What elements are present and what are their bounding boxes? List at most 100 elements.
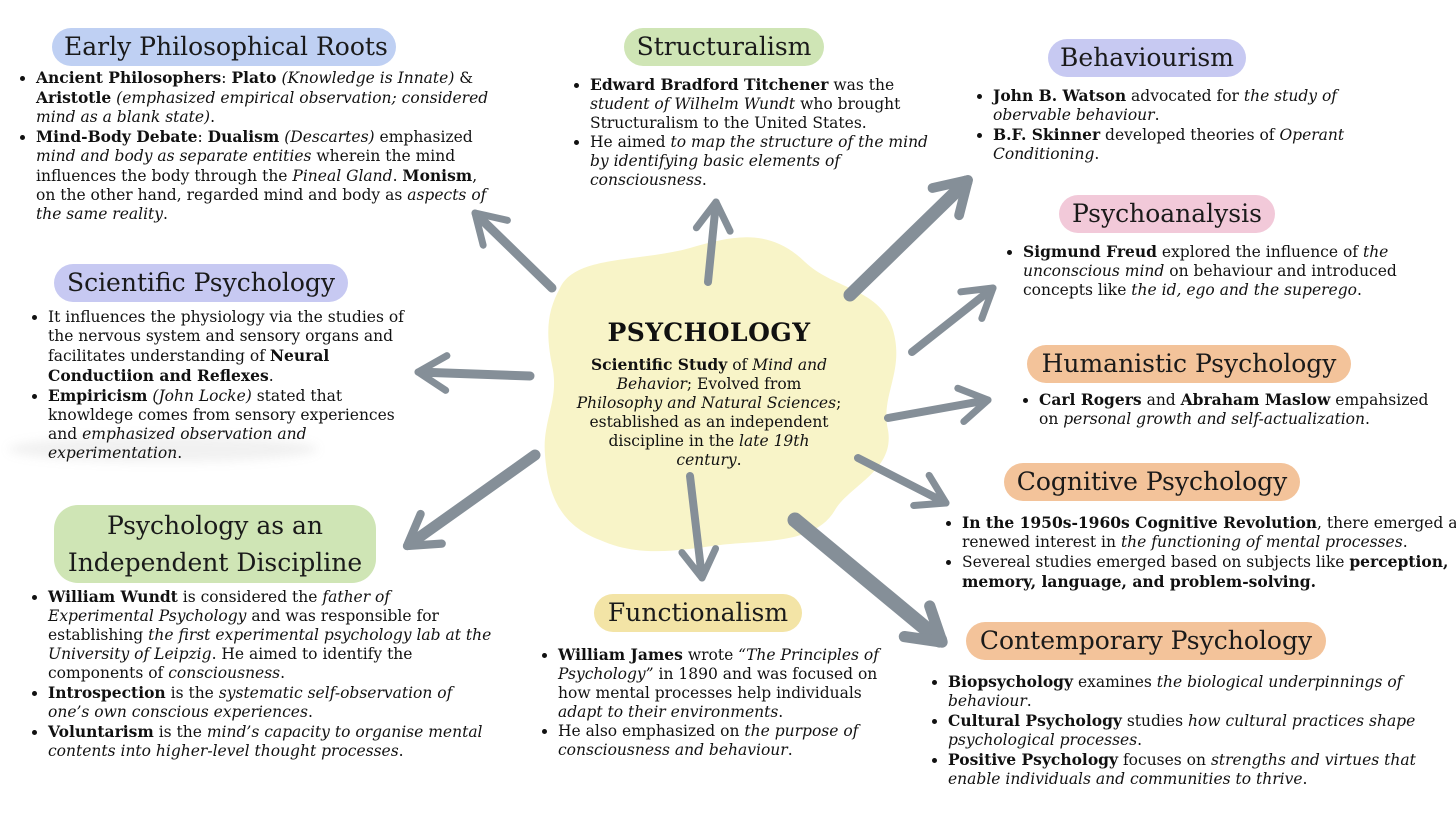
bullet-point-text: to map the structure of the mind by iden… <box>590 133 928 189</box>
bullet-point-text: wherein the mind influences the body thr… <box>36 147 456 185</box>
bullet-point-text: Operant Conditioning <box>993 126 1345 163</box>
bullet-point-text: examines <box>1073 673 1157 691</box>
bullet-point-text: the id, ego and the superego <box>1131 281 1357 299</box>
bullet-point-text: systematic self-observation of one’s own… <box>48 684 453 721</box>
bullet-point-text: Carl Rogers <box>1039 390 1142 409</box>
bullet-point-text: how cultural practices shape psychologic… <box>948 712 1416 749</box>
bullet-point-text: . <box>778 703 784 721</box>
bullet-point-text: in 1890 and was focused on how mental pr… <box>558 665 878 702</box>
bullet-point-text: . <box>1137 731 1143 749</box>
topic-title-line-1: Psychology as an <box>106 511 324 540</box>
topic-title-contemporary-psychology: Contemporary Psychology <box>966 622 1326 660</box>
center-title: PSYCHOLOGY <box>607 318 811 347</box>
bullet-point-text: mind and body as separate entities <box>36 147 312 165</box>
topic-points-structuralism: Edward Bradford Titchener was the studen… <box>574 75 950 190</box>
bullet-point-text: . <box>701 171 707 189</box>
bullet-point-text: advocated for <box>1126 87 1244 105</box>
bullet-point-text: Introspection <box>48 683 166 702</box>
bullet-point-text: empahsized on <box>1039 391 1429 428</box>
bullet-point: William James wrote “The Principles of P… <box>558 645 908 722</box>
bullet-point-text: . <box>307 703 313 721</box>
bullet-point-text: was the <box>828 76 895 94</box>
center-description-text: . <box>736 451 742 469</box>
bullet-point-text: Pineal Gland <box>292 167 393 185</box>
bullet-point-text: Severeal studies emerged based on subjec… <box>962 553 1350 571</box>
arrow-to-humanistic-psychology <box>884 384 992 426</box>
bullet-point: Carl Rogers and Abraham Maslow empahsize… <box>1039 390 1429 429</box>
bullet-point-text: Abraham Maslow <box>1180 390 1331 409</box>
topic-points-scientific-psychology: It influences the physiology via the stu… <box>32 308 428 463</box>
bullet-point-text: . <box>280 664 286 682</box>
center-description-text: Mind and Behavior <box>616 356 828 393</box>
bullet-point-text: the unconscious mind <box>1023 243 1389 280</box>
bullet-point-text: He aimed <box>590 133 671 151</box>
bullet-point-text: Plato <box>231 68 277 87</box>
decorative-shadow <box>8 436 318 462</box>
bullet-point-text: personal growth and self-actualization <box>1063 410 1365 428</box>
bullet-point-text: He also emphasized on <box>558 722 745 740</box>
bullet-point-text: aspects of the same reality <box>36 186 487 223</box>
bullet-point-text: is the <box>165 684 219 702</box>
bullet-point-text: : <box>221 69 232 87</box>
bullet-point-text: the biological underpinnings of behaviou… <box>948 673 1403 710</box>
bullet-point-text: the first experimental psychology lab at… <box>48 626 492 663</box>
bullet-point-text: . <box>1154 106 1160 124</box>
bullet-point-text: father of Experimental Psychology <box>48 588 391 625</box>
arrow-to-structuralism <box>692 198 734 286</box>
bullet-point-text: & <box>454 69 474 87</box>
bullet-point-text: on behaviour and introduced concepts lik… <box>1023 262 1397 299</box>
bullet-point-text: Dualism <box>207 127 280 146</box>
arrow-to-psychoanalysis <box>908 284 997 356</box>
bullet-point: William Wundt is considered the father o… <box>48 587 498 683</box>
topic-title-behaviourism: Behaviourism <box>1048 39 1246 77</box>
bullet-point: Voluntarism is the mind’s capacity to or… <box>48 722 498 761</box>
bullet-point-text: stated that knowldege comes from sensory… <box>48 387 395 443</box>
bullet-point: He aimed to map the structure of the min… <box>590 133 950 190</box>
bullet-point-text: . <box>392 167 403 185</box>
center-description-text: Philosophy and Natural Sciences <box>576 394 837 412</box>
topic-title-line-2: Independent Discipline <box>67 548 363 577</box>
arrow-to-independent-discipline <box>402 449 541 551</box>
bullet-point-text: . <box>210 108 216 126</box>
bullet-point-text: Sigmund Freud <box>1023 242 1157 261</box>
topic-points-independent-discipline: William Wundt is considered the father o… <box>32 587 498 761</box>
center-description-text: Scientific Study <box>590 355 728 374</box>
bullet-point-text: Empiricism <box>48 386 148 405</box>
bullet-point-text: Cultural Psychology <box>948 711 1122 730</box>
bullet-point-text: . <box>1365 410 1370 428</box>
bullet-point-text: emphasized <box>374 128 473 146</box>
bullet-point: John B. Watson advocated for the study o… <box>993 86 1393 125</box>
bullet-point-text: strengths and virtues that enable indivi… <box>948 751 1416 788</box>
bullet-point-text: (Knowledge is Innate) <box>281 69 455 87</box>
bullet-point: Cultural Psychology studies how cultural… <box>948 711 1448 750</box>
topic-title-humanistic-psychology: Humanistic Psychology <box>1027 345 1351 383</box>
bullet-point-text: “The Principles of Psychology” <box>558 646 879 683</box>
bullet-point-text: mind’s capacity to organise mental conte… <box>48 723 483 760</box>
bullet-point-text: wrote <box>682 646 739 664</box>
bullet-point-text: . <box>1094 145 1100 163</box>
bullet-point-text: perception, memory, language, and proble… <box>962 552 1449 591</box>
bullet-point: Biopsychology examines the biological un… <box>948 672 1448 711</box>
bullet-point-text: emphasized observation and experimentati… <box>48 425 307 462</box>
arrow-to-early-philosophical-roots <box>471 209 557 293</box>
bullet-point-text: In the 1950s-1960s Cognitive Revolution <box>962 513 1318 532</box>
bullet-point-text: William James <box>558 645 683 664</box>
arrow-to-contemporary-psychology <box>787 512 948 648</box>
bullet-point-text: and <box>1141 391 1181 409</box>
bullet-point: Empiricism (John Locke) stated that know… <box>48 386 428 463</box>
bullet-point-text: Voluntarism <box>48 722 154 741</box>
bullet-point: It influences the physiology via the stu… <box>48 308 428 386</box>
bullet-point: Positive Psychology focuses on strengths… <box>948 750 1448 789</box>
bullet-point-text: Mind-Body Debate <box>36 127 198 146</box>
bullet-point-text: the purpose of consciousness and behavio… <box>558 722 859 759</box>
bullet-point-text: focuses on <box>1118 751 1211 769</box>
bullet-point: B.F. Skinner developed theories of Opera… <box>993 125 1393 164</box>
bullet-point: Sigmund Freud explored the influence of … <box>1023 242 1443 300</box>
bullet-point-text: . He aimed to identify the components of <box>48 645 413 682</box>
bullet-point-text: William Wundt <box>48 587 178 606</box>
bullet-point-text: , there emerged a renewed interest in <box>962 514 1456 551</box>
bullet-point-text: Edward Bradford Titchener <box>590 75 829 94</box>
topic-title-cognitive-psychology: Cognitive Psychology <box>1004 463 1300 501</box>
topic-title-early-philosophical-roots: Early Philosophical Roots <box>52 28 396 66</box>
